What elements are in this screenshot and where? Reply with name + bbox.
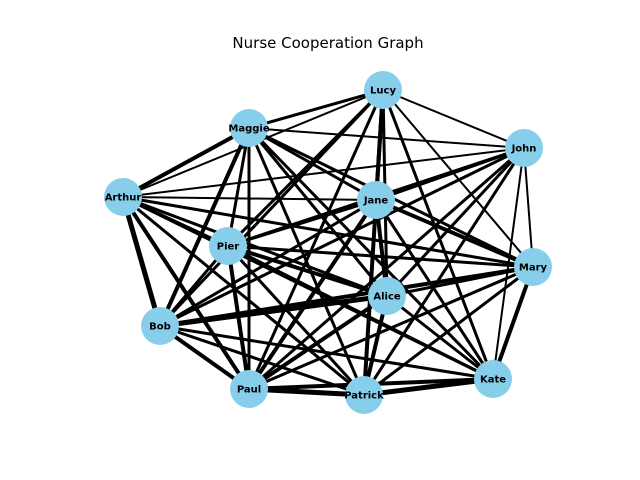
node-label: Paul [237, 385, 261, 396]
edge-jane-kate [374, 199, 495, 380]
edge-maggie-alice [247, 127, 389, 297]
edge-john-bob [159, 146, 525, 328]
node-arthur: Arthur [104, 178, 142, 216]
edge-kate-patrick [363, 376, 494, 398]
edge-pier-alice [227, 244, 388, 298]
node-patrick: Patrick [344, 376, 384, 414]
edge-john-arthur [122, 147, 525, 198]
edge-arthur-bob [120, 196, 163, 327]
edge-bob-patrick [159, 324, 365, 397]
node-pier: Pier [209, 227, 247, 265]
node-label: Arthur [105, 193, 142, 204]
node-alice: Alice [368, 277, 406, 315]
node-circle [104, 178, 142, 216]
node-jane: Jane [357, 181, 395, 219]
edge-maggie-arthur [122, 126, 250, 199]
node-circle [364, 71, 402, 109]
edge-jane-mary [375, 198, 534, 269]
edge-lucy-john [382, 89, 525, 149]
node-label: Patrick [344, 391, 384, 402]
edge-pier-patrick [226, 244, 366, 397]
node-circle [368, 277, 406, 315]
node-label: Kate [480, 375, 506, 386]
node-circle [357, 181, 395, 219]
node-label: Jane [363, 196, 389, 207]
edge-lucy-paul [247, 89, 385, 390]
edge-arthur-jane [122, 196, 377, 201]
edge-mary-paul [248, 265, 534, 391]
node-bob: Bob [141, 307, 179, 345]
node-circle [345, 376, 383, 414]
edge-jane-paul [247, 198, 378, 391]
node-label: Pier [217, 242, 240, 253]
edge-maggie-pier [226, 127, 251, 247]
node-circle [230, 109, 268, 147]
edge-maggie-kate [247, 126, 495, 381]
edge-john-mary [523, 147, 534, 268]
edge-john-patrick [362, 147, 526, 396]
node-label: Bob [149, 322, 171, 333]
node-maggie: Maggie [228, 109, 270, 147]
edge-lucy-mary [382, 89, 534, 268]
edge-john-alice [385, 146, 526, 298]
node-circle [514, 248, 552, 286]
node-label: Alice [373, 292, 401, 303]
edge-maggie-patrick [247, 127, 366, 396]
edge-lucy-maggie [248, 88, 384, 130]
node-circle [230, 370, 268, 408]
node-label: John [511, 144, 537, 155]
edge-jane-pier [227, 198, 377, 248]
node-kate: Kate [474, 360, 512, 398]
edge-paul-patrick [248, 386, 365, 398]
node-label: Maggie [228, 124, 269, 135]
edge-arthur-patrick [122, 195, 365, 397]
node-lucy: Lucy [364, 71, 402, 109]
node-circle [141, 307, 179, 345]
node-paul: Paul [230, 370, 268, 408]
node-john: John [505, 129, 543, 167]
node-label: Lucy [370, 86, 396, 97]
node-mary: Mary [514, 248, 552, 286]
node-circle [474, 360, 512, 398]
edge-arthur-mary [122, 195, 534, 269]
edge-pier-mary [227, 244, 534, 269]
graph-title: Nurse Cooperation Graph [232, 34, 424, 52]
edge-lucy-bob [158, 88, 385, 328]
edge-maggie-john [248, 127, 525, 149]
edge-arthur-paul [121, 195, 251, 391]
node-circle [209, 227, 247, 265]
edge-alice-bob [159, 293, 388, 329]
node-circle [505, 129, 543, 167]
edge-jane-bob [159, 198, 377, 328]
edge-alice-kate [386, 294, 494, 381]
edge-mary-kate [491, 266, 535, 380]
node-label: Mary [519, 263, 548, 274]
edges-layer [120, 88, 535, 398]
edge-mary-patrick [363, 265, 534, 397]
edge-alice-paul [247, 294, 389, 391]
edge-bob-kate [159, 324, 494, 381]
